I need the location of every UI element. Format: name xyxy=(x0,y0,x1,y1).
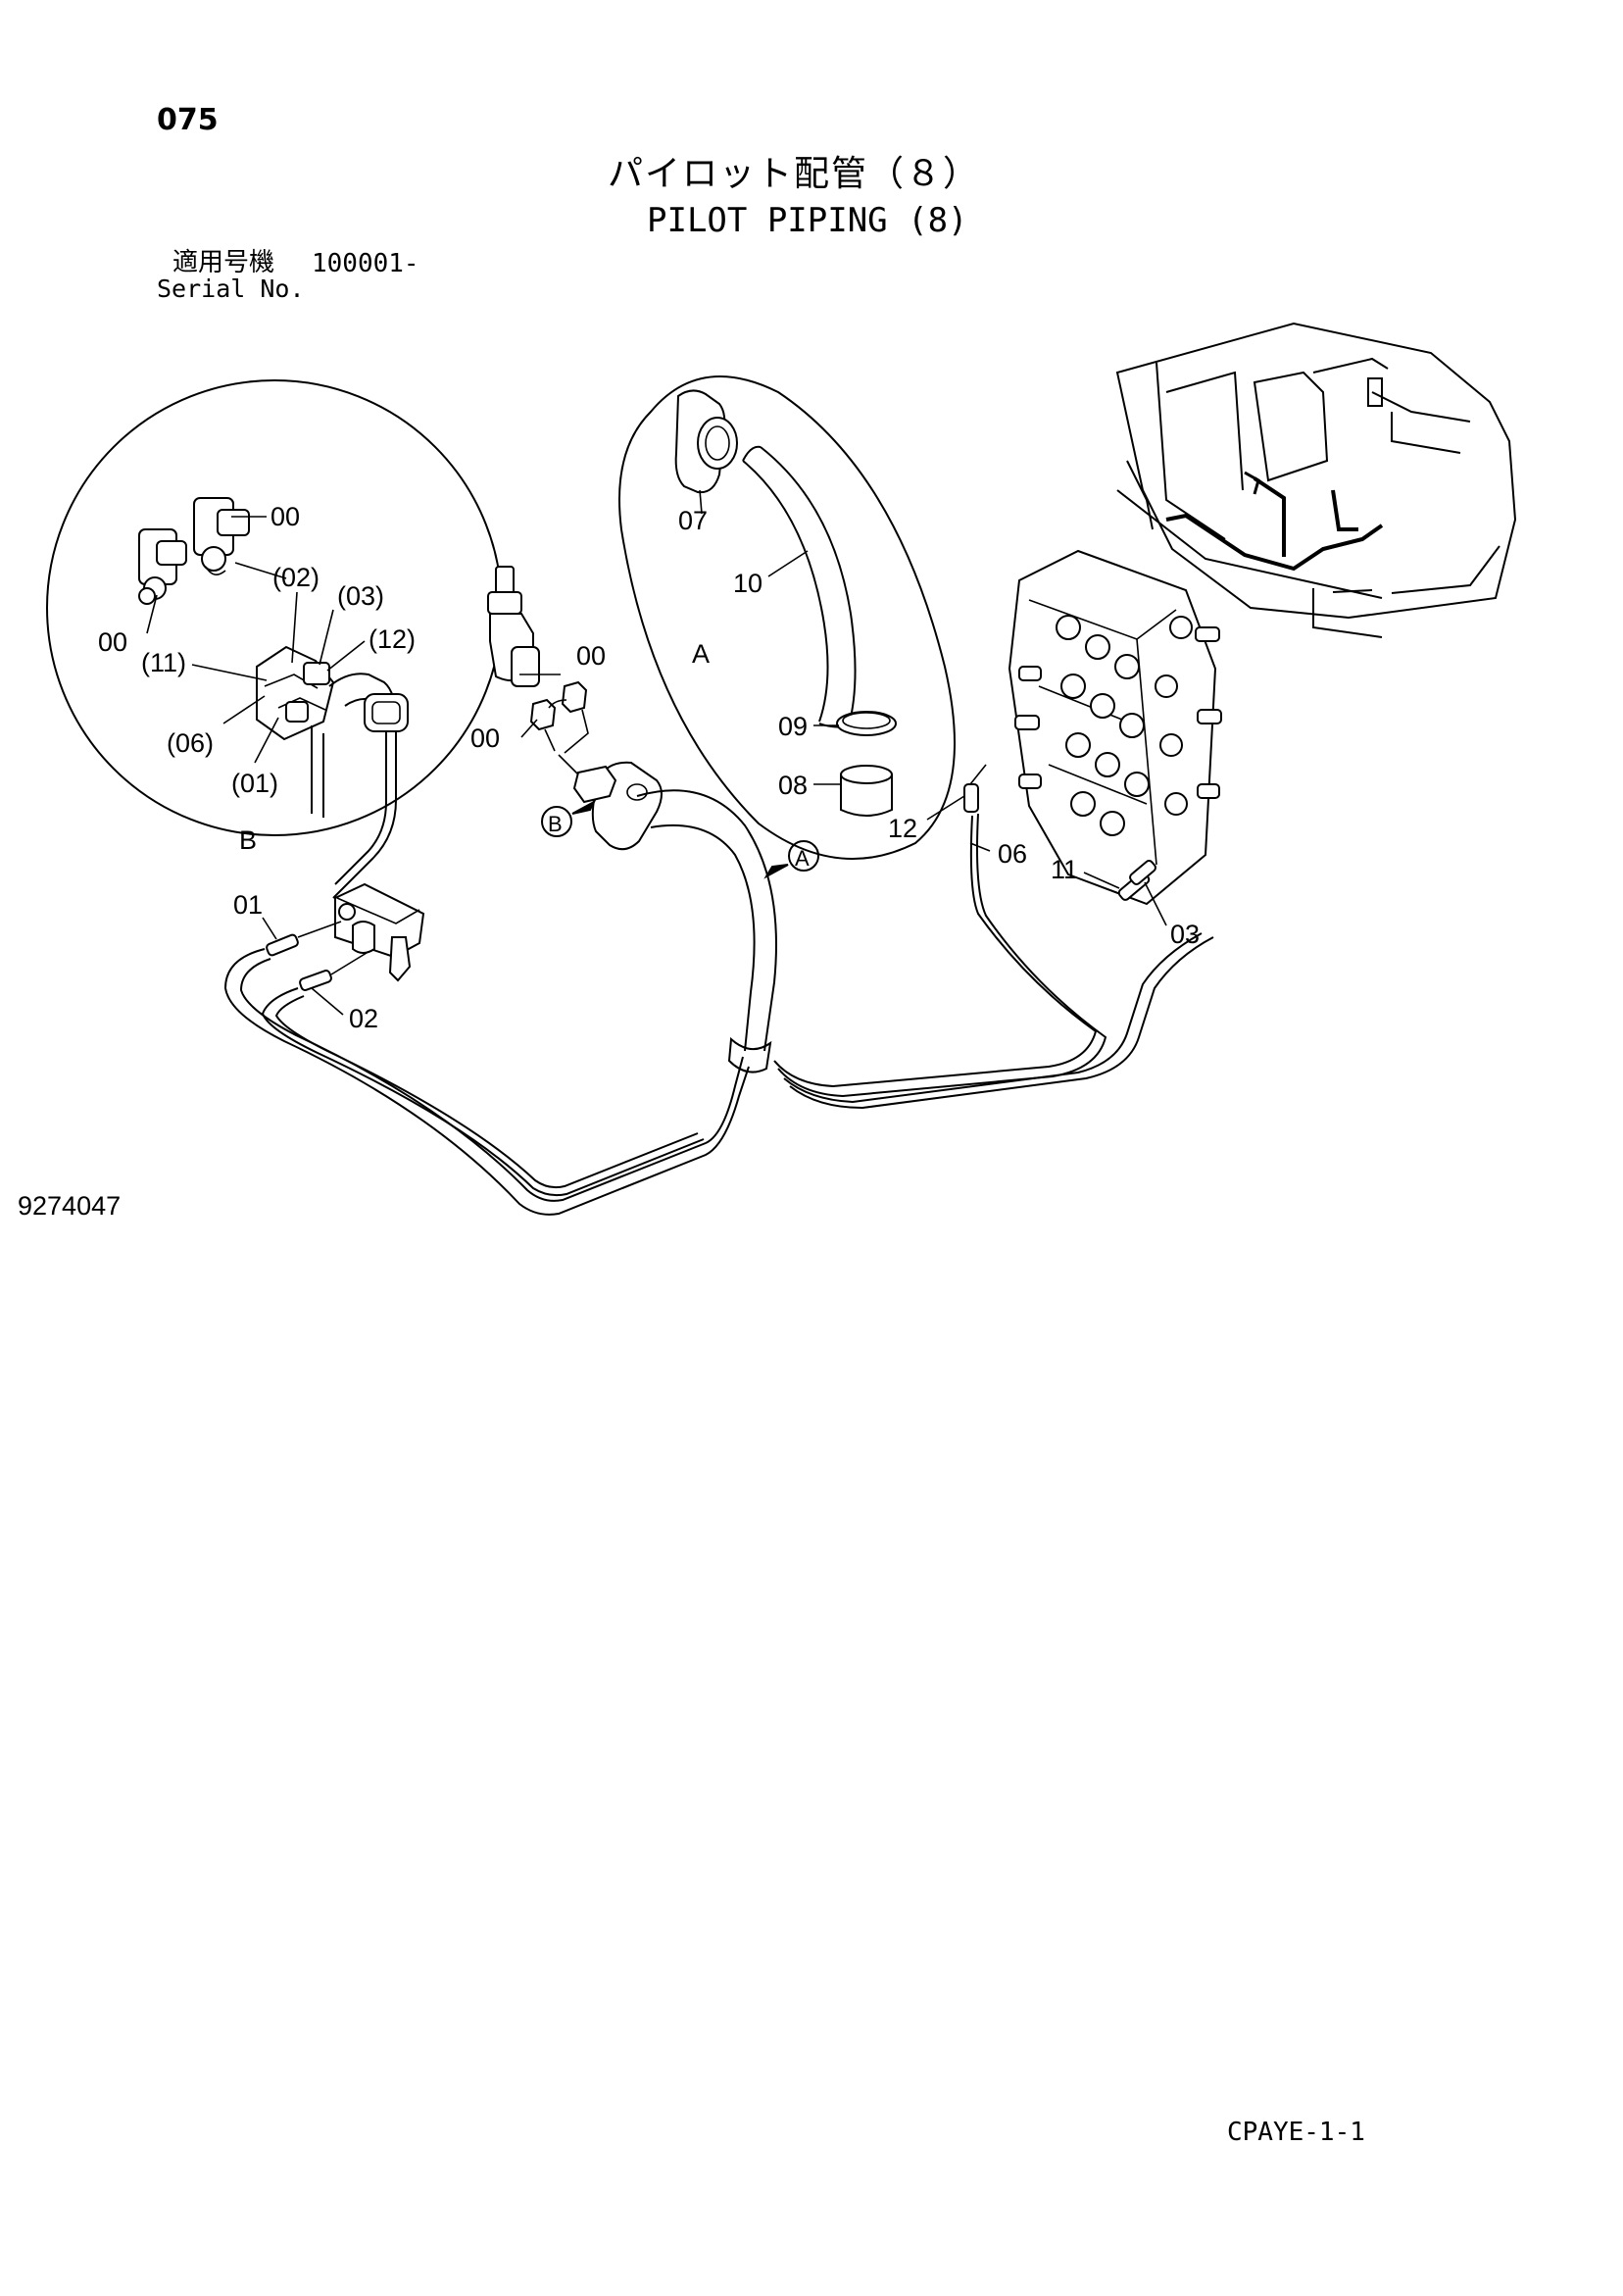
ref-a-marker: A xyxy=(763,840,819,879)
callout-11: 11 xyxy=(1051,855,1078,884)
valve-ports xyxy=(1014,615,1222,836)
pilot-valve xyxy=(334,882,425,982)
serial-value: 100001- xyxy=(312,249,419,278)
callout-06-paren: (06) xyxy=(167,728,214,758)
callout-00-detail-top: 00 xyxy=(270,502,300,531)
tee-fitting-upper xyxy=(193,497,250,575)
tee-fittings-center xyxy=(529,680,589,754)
clamp-09 xyxy=(836,711,897,736)
detail-b-circle xyxy=(46,379,503,836)
page-number: 075 xyxy=(157,103,219,137)
callout-09: 09 xyxy=(778,712,808,741)
callout-07: 07 xyxy=(678,506,708,535)
tee-fitting-lower xyxy=(138,528,187,605)
drawing-number: 9274047 xyxy=(18,1191,122,1221)
detail-a-view: 07 10 A 09 08 xyxy=(618,375,956,860)
callout-06: 06 xyxy=(998,839,1027,869)
ref-b-marker: B xyxy=(541,799,597,837)
callout-02: 02 xyxy=(349,1004,378,1033)
excavator-outline xyxy=(1115,322,1517,638)
ref-a-label: A xyxy=(795,846,810,871)
callout-12-paren: (12) xyxy=(369,624,416,654)
title-english: PILOT PIPING (8) xyxy=(647,201,968,240)
callout-03: 03 xyxy=(1170,920,1200,949)
callout-03-paren: (03) xyxy=(337,581,384,611)
grommet-07 xyxy=(674,389,738,494)
pilot-hoses-right xyxy=(773,813,1214,1110)
callout-10: 10 xyxy=(733,569,762,598)
callout-00-mid-right: 00 xyxy=(576,641,606,671)
serial-label-english: Serial No. xyxy=(157,275,305,303)
fitting-cluster xyxy=(256,645,335,741)
callout-01-paren: (01) xyxy=(231,769,278,798)
document-code: CPAYE-1-1 xyxy=(1227,2118,1365,2147)
pressure-sensor xyxy=(487,566,540,687)
ref-b-label: B xyxy=(548,812,563,836)
callout-00-detail-left: 00 xyxy=(98,627,127,657)
hose-fittings-right xyxy=(963,764,1156,901)
callout-01: 01 xyxy=(233,890,263,920)
detail-b-view: 00 00 (02) (03) (12) (11) (06) (01) B xyxy=(46,379,503,899)
control-valve xyxy=(1008,549,1222,906)
detail-a-outline xyxy=(618,375,956,860)
detail-b-label: B xyxy=(239,825,257,855)
main-hose xyxy=(636,789,777,1073)
callout-00-mid-left: 00 xyxy=(470,724,500,753)
serial-label-japanese: 適用号機 xyxy=(172,248,275,277)
callout-12: 12 xyxy=(888,814,917,843)
callout-02-paren: (02) xyxy=(272,563,320,592)
callout-08: 08 xyxy=(778,771,808,800)
bulkhead-grommet xyxy=(558,754,663,851)
callout-11-paren: (11) xyxy=(141,648,186,677)
detail-a-label: A xyxy=(692,639,710,669)
title-japanese: パイロット配管（８） xyxy=(608,154,981,194)
pilot-hoses-left xyxy=(223,948,750,1216)
cab-panel-frame xyxy=(311,673,409,899)
sleeve-08 xyxy=(840,765,893,817)
hose-fittings-lower-left xyxy=(266,921,368,991)
